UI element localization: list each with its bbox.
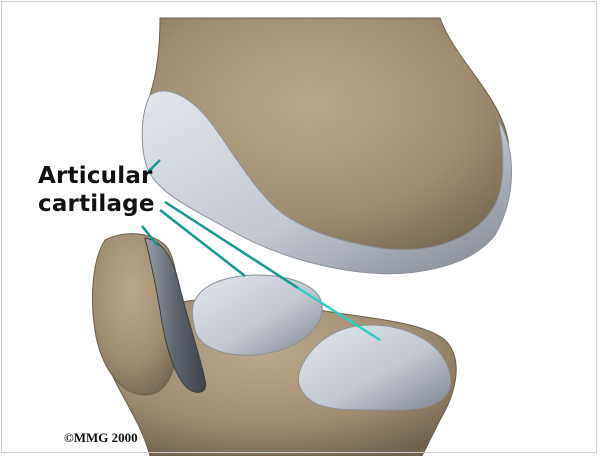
annotation-label-line-2: cartilage [38,190,155,218]
annotation-label-line-1: Articular [38,162,155,190]
copyright-text: ©MMG 2000 [64,430,138,446]
annotation-label: Articular cartilage [38,162,155,218]
